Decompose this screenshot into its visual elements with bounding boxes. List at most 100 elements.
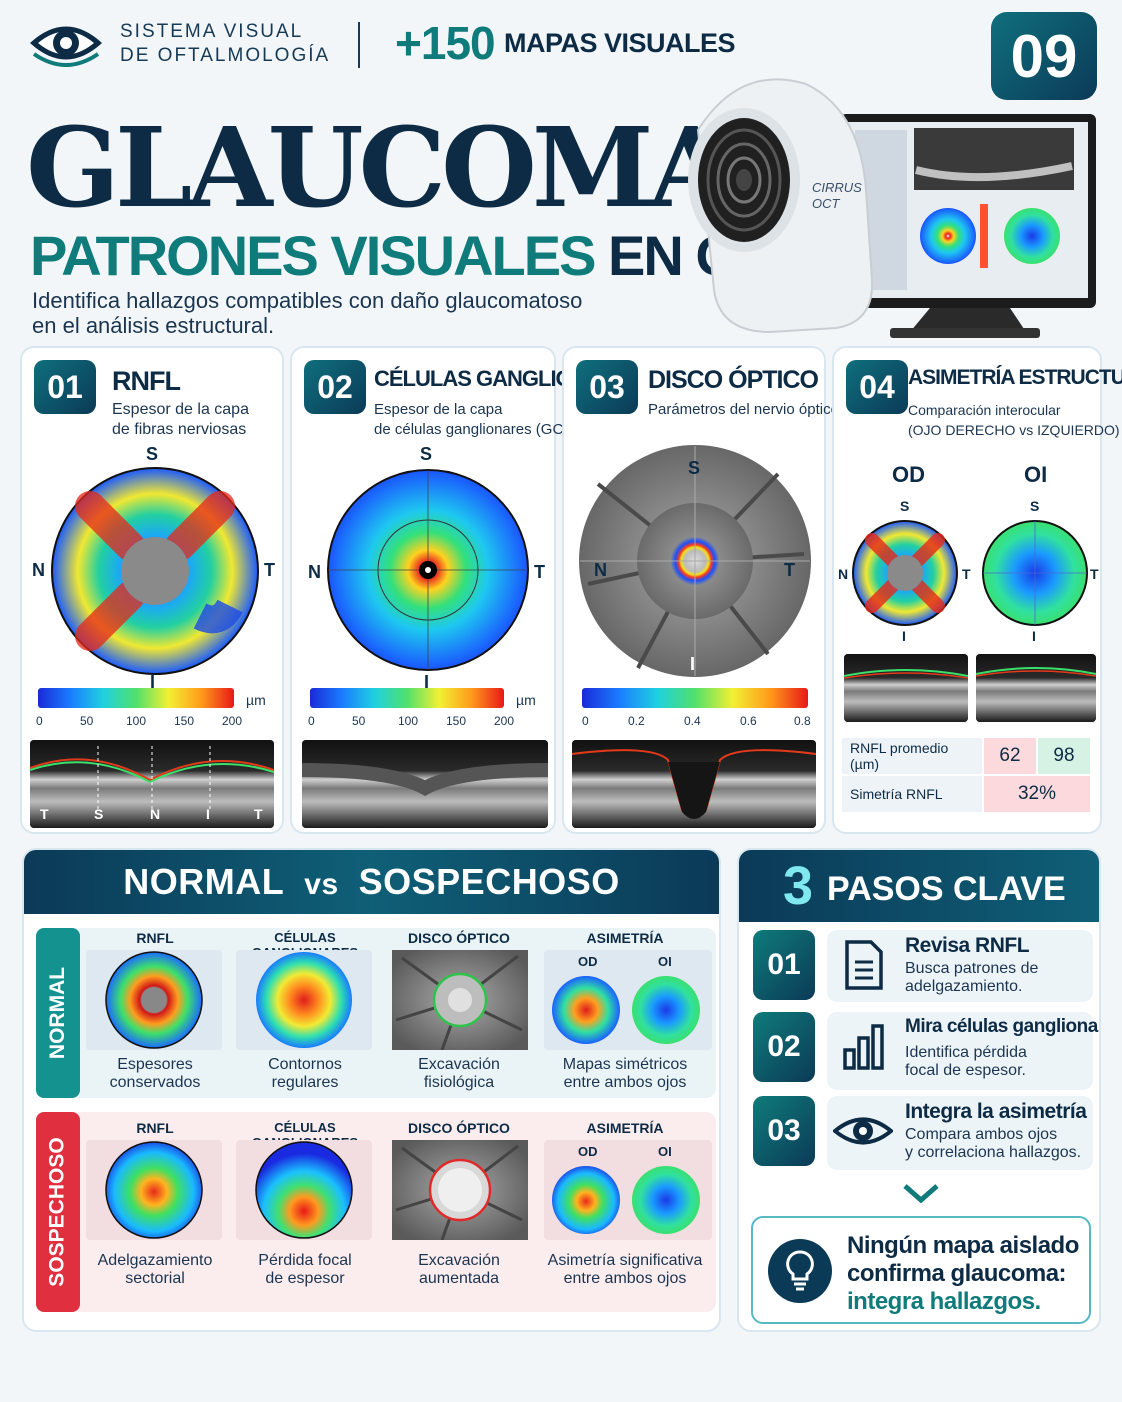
eye-oi-label: OI bbox=[1024, 462, 1048, 487]
step-number: 03 bbox=[753, 1096, 815, 1166]
card-number: 02 bbox=[304, 360, 366, 414]
subtitle-part-1: PATRONES VISUALES bbox=[30, 224, 596, 287]
card-ganglion-cells: 02 CÉLULAS GANGLIONARES Espesor de la ca… bbox=[290, 346, 645, 834]
card-description: Parámetros del nervio óptico bbox=[648, 401, 839, 418]
device-brand-label-2: OCT bbox=[812, 196, 841, 211]
suspect-label-text: SOSPECHOSO bbox=[46, 1137, 69, 1287]
column-title: ASIMETRÍA bbox=[586, 930, 664, 946]
scale-tick: 150 bbox=[446, 714, 467, 728]
scale-tick: 0.8 bbox=[794, 714, 811, 728]
card-number: 01 bbox=[34, 360, 96, 414]
table-row: RNFL promedio (µm) 62 98 bbox=[842, 738, 1090, 774]
dir-nasal: N bbox=[308, 562, 321, 582]
oi-oct-bscan bbox=[976, 654, 1096, 722]
card-title: DISCO ÓPTICO bbox=[648, 366, 819, 394]
issue-number-badge: 09 bbox=[991, 12, 1097, 100]
steps-count: 3 bbox=[783, 856, 814, 916]
gcc-thickness-map bbox=[327, 469, 529, 671]
dir-inferior: I bbox=[902, 628, 906, 644]
step-title: Mira células ganglionares bbox=[905, 1016, 1099, 1037]
intro-text: Identifica hallazgos compatibles con dañ… bbox=[32, 288, 672, 338]
steps-heading: 3 PASOS CLAVE bbox=[739, 850, 1099, 922]
scale-unit: µm bbox=[516, 692, 536, 708]
dir-nasal: N bbox=[838, 566, 849, 582]
step-number: 02 bbox=[753, 1012, 815, 1082]
scale-tick: 0.6 bbox=[740, 714, 757, 728]
dir-inferior: I bbox=[150, 672, 156, 692]
final-note-text: Ningún mapa aislado confirma glaucoma: i… bbox=[847, 1232, 1079, 1316]
suspect-gcc-thumb bbox=[236, 1140, 372, 1240]
step-title: Integra la asimetría bbox=[905, 1100, 1087, 1123]
suspect-row-label: SOSPECHOSO bbox=[36, 1112, 80, 1312]
normal-gcc-thumb bbox=[236, 950, 372, 1050]
dir-superior: S bbox=[420, 444, 433, 464]
dir-superior: S bbox=[900, 498, 910, 514]
step-title: Revisa RNFL bbox=[905, 934, 1030, 957]
scale-tick: 100 bbox=[126, 714, 147, 728]
card-number: 03 bbox=[576, 360, 638, 414]
oi-label: OI bbox=[658, 1144, 672, 1159]
scale-tick: 0 bbox=[36, 714, 43, 728]
final-line: confirma glaucoma: bbox=[847, 1260, 1067, 1287]
normal-label-text: NORMAL bbox=[46, 966, 69, 1060]
normal-rnfl-thumb bbox=[86, 950, 222, 1050]
card-desc-line: Comparación interocular bbox=[908, 402, 1061, 418]
dir-temporal: T bbox=[962, 566, 971, 582]
column-title: ASIMETRÍA bbox=[586, 1120, 664, 1136]
od-label: OD bbox=[578, 954, 598, 969]
scale-tick: 0 bbox=[582, 714, 589, 728]
symmetry-value: 32% bbox=[984, 776, 1090, 812]
oct-label: T bbox=[254, 806, 263, 822]
suspect-rnfl-thumb bbox=[86, 1140, 222, 1240]
dir-superior: S bbox=[146, 444, 159, 464]
normal-row-label: NORMAL bbox=[36, 928, 80, 1098]
step-item: Mira células ganglionares Identifica pér… bbox=[827, 1012, 1099, 1090]
card-desc-line: (OJO DERECHO vs IZQUIERDO) bbox=[908, 422, 1120, 438]
card-rnfl: 01 RNFL Espesor de la capa de fibras ner… bbox=[20, 346, 284, 834]
final-note: Ningún mapa aislado confirma glaucoma: i… bbox=[751, 1216, 1091, 1324]
normal-asymmetry-thumb: OD OI bbox=[544, 950, 712, 1050]
card-description: Espesor de la capa de fibras nerviosas bbox=[112, 400, 249, 440]
scale-tick: 200 bbox=[494, 714, 515, 728]
oi-rnfl-map bbox=[982, 520, 1088, 626]
dir-superior: S bbox=[688, 458, 701, 478]
dir-temporal: T bbox=[534, 562, 545, 582]
column-title: DISCO ÓPTICO bbox=[408, 1120, 510, 1136]
od-label: OD bbox=[578, 1144, 598, 1159]
dir-temporal: T bbox=[264, 560, 275, 580]
column-title: DISCO ÓPTICO bbox=[408, 930, 510, 946]
heading-normal: NORMAL bbox=[123, 861, 285, 902]
scale-tick: 50 bbox=[352, 714, 366, 728]
table-label: Simetría RNFL bbox=[842, 776, 982, 812]
brand-name: SISTEMA VISUAL DE OFTALMOLOGÍA bbox=[120, 20, 330, 68]
maps-count: +150 bbox=[395, 17, 496, 69]
normal-disc-thumb bbox=[392, 950, 528, 1051]
card-desc-line: de fibras nerviosas bbox=[112, 421, 247, 438]
color-scale bbox=[310, 688, 504, 708]
eye-icon bbox=[833, 1117, 893, 1145]
scale-unit: µm bbox=[246, 692, 266, 708]
oct-bscan: T S N I T bbox=[30, 740, 274, 828]
card-number: 04 bbox=[846, 360, 908, 414]
steps-heading-label: PASOS CLAVE bbox=[827, 870, 1066, 908]
scale-tick: 100 bbox=[398, 714, 419, 728]
oi-label: OI bbox=[658, 954, 672, 969]
dir-inferior: I bbox=[690, 654, 696, 674]
intro-line-2: en el análisis estructural. bbox=[32, 313, 275, 338]
eye-logo-icon bbox=[30, 26, 102, 67]
lightbulb-icon bbox=[768, 1239, 832, 1303]
scale-tick: 50 bbox=[80, 714, 94, 728]
card-desc-line: Espesor de la capa bbox=[112, 401, 249, 418]
oct-bscan bbox=[302, 740, 548, 828]
oct-bscan bbox=[572, 740, 816, 828]
